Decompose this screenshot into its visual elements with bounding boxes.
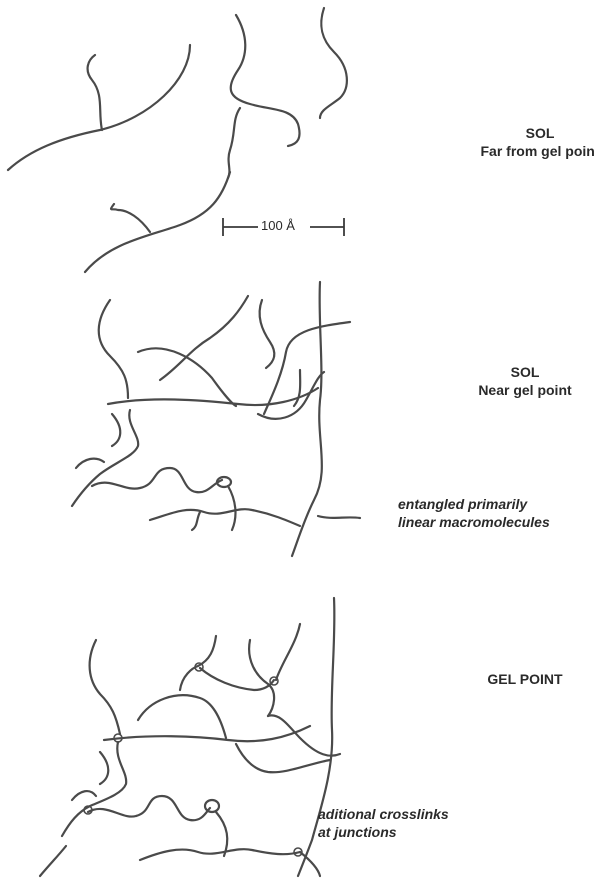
polymer-chain xyxy=(268,715,340,755)
gel-point-strands xyxy=(40,598,340,876)
polymer-chain xyxy=(90,640,120,734)
polymer-chain xyxy=(258,372,324,419)
panel-title: GEL POINT xyxy=(460,671,590,689)
polymer-chain xyxy=(276,624,300,680)
panel-label-gel-point: GEL POINT xyxy=(460,671,590,689)
polymer-chain xyxy=(92,468,222,492)
sol-near-strands xyxy=(72,282,360,556)
scale-bar-label: 100 Å xyxy=(258,218,298,233)
polymer-chain xyxy=(192,512,200,530)
polymer-chain xyxy=(76,459,104,468)
polymer-chain xyxy=(292,282,322,556)
polymer-chain xyxy=(231,15,300,146)
polymer-chain xyxy=(72,791,96,800)
polymer-chain xyxy=(85,172,230,272)
annotation-line: entangled primarily xyxy=(398,496,588,514)
polymer-chain xyxy=(318,516,360,518)
panel-title: SOL xyxy=(460,364,590,382)
annotation-line: linear macromolecules xyxy=(398,514,588,532)
polymer-chain xyxy=(8,45,190,170)
crosslink-junctions xyxy=(84,663,302,856)
polymer-chain xyxy=(62,742,126,836)
polymer-chain xyxy=(100,752,108,784)
polymer-chain xyxy=(72,410,138,506)
polymer-chain xyxy=(216,812,227,856)
polymer-chain xyxy=(236,744,330,772)
polymer-chain xyxy=(228,486,235,530)
polymer-chain xyxy=(138,695,226,738)
polymer-loop xyxy=(205,800,219,812)
polymer-chain xyxy=(40,846,66,876)
polymer-chain xyxy=(320,8,347,118)
polymer-chain xyxy=(160,296,248,380)
polymer-chain xyxy=(260,300,275,368)
polymer-chain-branch xyxy=(88,55,102,130)
polymer-chain xyxy=(112,414,120,446)
annotation-entangled: entangled primarily linear macromolecule… xyxy=(398,496,588,531)
panel-title: SOL xyxy=(470,125,594,143)
polymer-chain-branch xyxy=(228,108,240,178)
annotation-line: aditional crosslinks xyxy=(318,806,518,824)
polymer-chain xyxy=(104,726,310,741)
polymer-chain xyxy=(108,388,318,405)
annotation-crosslinks: aditional crosslinks at junctions xyxy=(318,806,518,841)
annotation-line: at junctions xyxy=(318,824,518,842)
panel-subtitle: Near gel point xyxy=(460,382,590,400)
panel-subtitle: Far from gel point xyxy=(470,143,594,161)
panel-label-sol-near: SOL Near gel point xyxy=(460,364,590,399)
panel-label-sol-far: SOL Far from gel point xyxy=(470,125,594,160)
polymer-chain xyxy=(294,370,300,406)
polymer-chain-branch xyxy=(111,204,150,232)
polymer-chain xyxy=(140,849,300,860)
polymer-chain xyxy=(150,509,300,526)
polymer-chain xyxy=(99,300,128,398)
